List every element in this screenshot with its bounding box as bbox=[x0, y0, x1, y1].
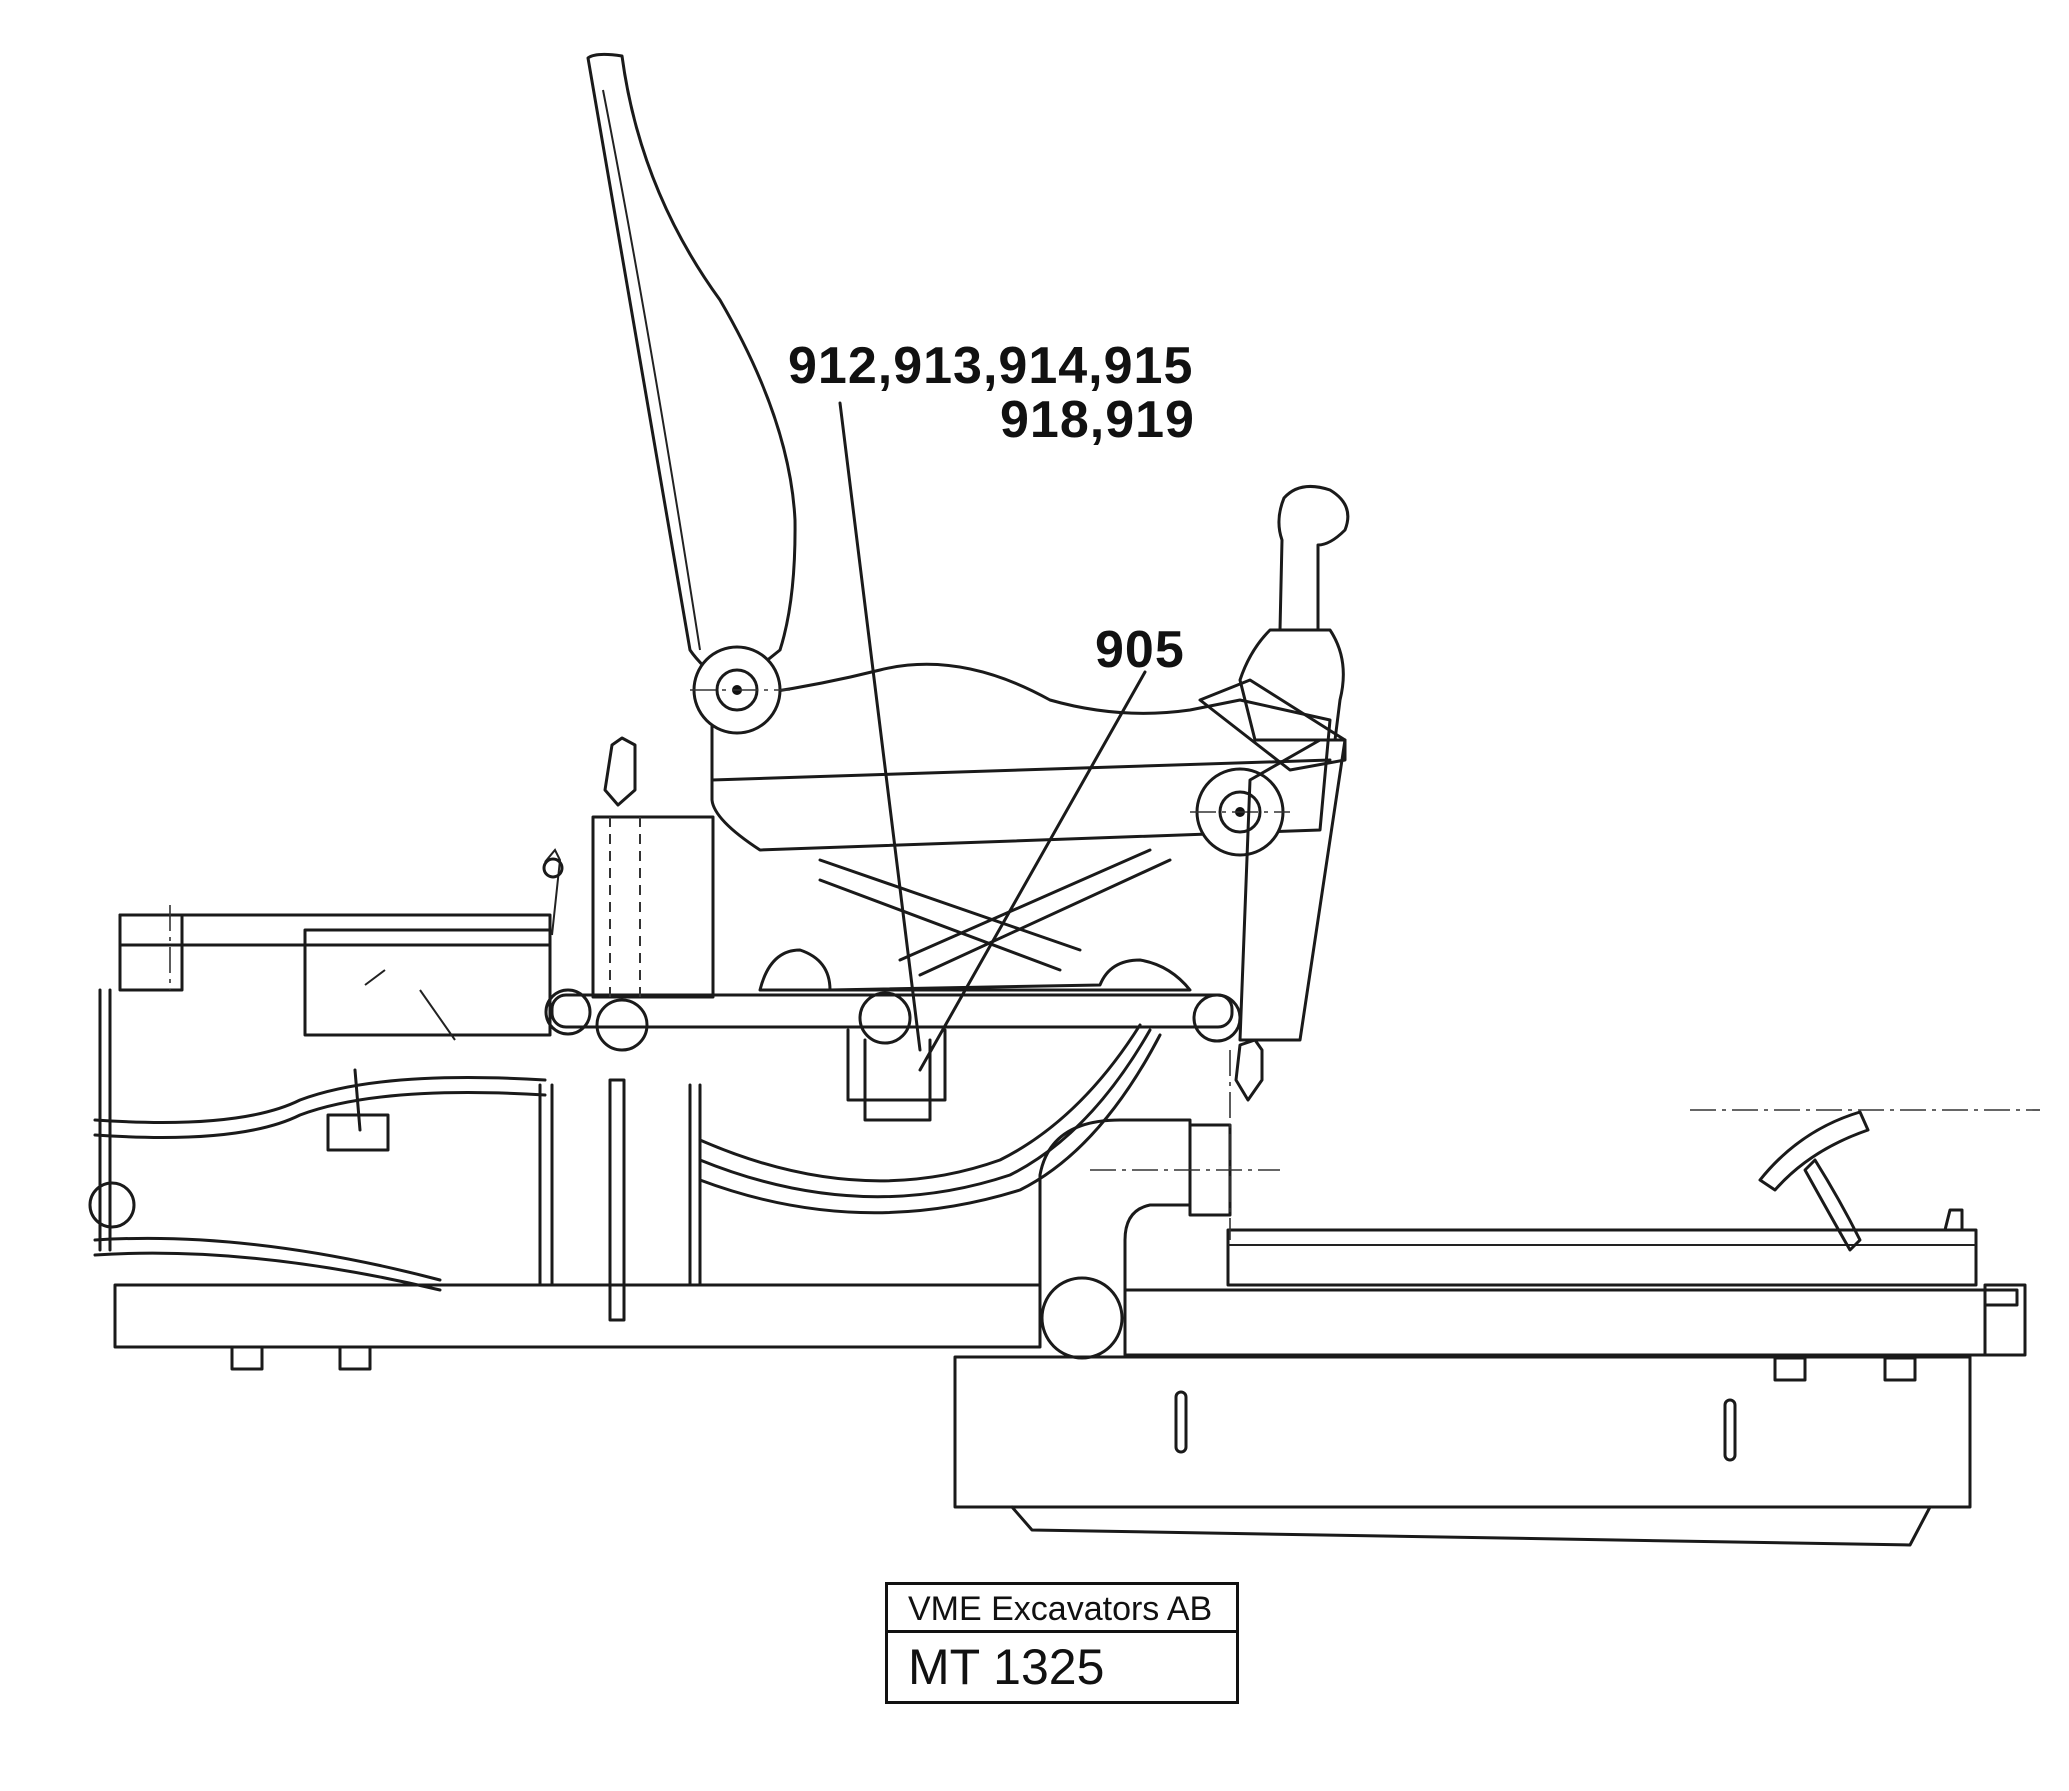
support-rods bbox=[88, 988, 702, 1322]
rear-pivot bbox=[690, 645, 790, 735]
frame-lugs bbox=[230, 1345, 1917, 1382]
pedal bbox=[1758, 1110, 1964, 1252]
lower-box bbox=[953, 1355, 1972, 1547]
hose-bundle-left bbox=[93, 1068, 547, 1292]
title-block: VME Excavators AB MT 1325 bbox=[885, 1582, 1239, 1704]
leader-lines bbox=[838, 401, 1147, 1072]
left-riser bbox=[591, 736, 715, 1000]
main-frame bbox=[113, 1228, 2027, 1357]
scissor-mechanism bbox=[758, 848, 1192, 992]
drawing-number: MT 1325 bbox=[908, 1639, 1105, 1695]
front-pivot bbox=[1190, 767, 1290, 857]
company-name: VME Excavators AB bbox=[888, 1585, 1236, 1633]
front-clip bbox=[1234, 1038, 1264, 1102]
control-lever bbox=[1198, 484, 1350, 772]
callout-part-numbers: 912,913,914,915 bbox=[788, 337, 1194, 395]
left-tank bbox=[118, 848, 564, 1041]
seat-cushion bbox=[710, 662, 1332, 852]
centerlines bbox=[169, 905, 2040, 1240]
seat-backrest bbox=[586, 52, 797, 692]
seat-base-plate bbox=[544, 988, 1242, 1052]
mounting-bracket bbox=[846, 1028, 947, 1122]
hose-bundle-center bbox=[698, 1023, 1162, 1215]
side-console bbox=[1238, 738, 1347, 1042]
callout-part-numbers-continued: 918,919 bbox=[1000, 391, 1195, 449]
callout-part-905: 905 bbox=[1095, 621, 1185, 679]
